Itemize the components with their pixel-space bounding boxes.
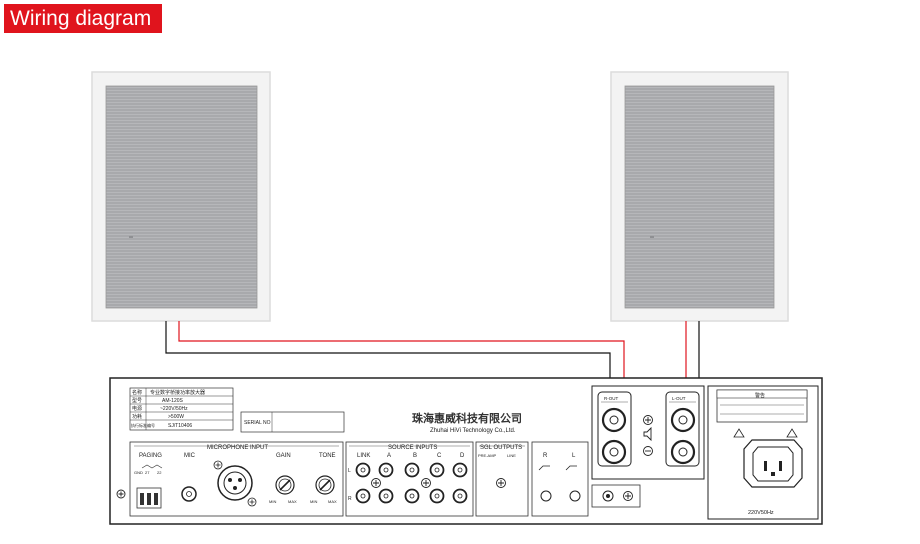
microphone-input-section: MICROPHONE INPUT PAGING MIC GAIN TONE GN… [129,441,344,517]
tone-min-label: MIN [310,499,317,504]
r-out-label: R-OUT [604,396,618,401]
tone-max-label: MAX [328,499,337,504]
right-speaker [610,71,789,322]
rl-output-section: R L [531,441,589,517]
source-l-label: L [348,468,351,474]
out-l-label: L [572,453,576,459]
spec-label-3: 电源 [132,405,142,412]
source-r-label: R [348,496,352,502]
spec-value-1: 专业数字桥接功率放大器 [150,389,205,396]
power-section: 警告 220V50Hz [716,389,808,516]
out-r-jack[interactable] [540,490,552,502]
spec-label-2: 型号 [132,397,142,404]
gain-label: GAIN [276,453,291,459]
gain-max-label: MAX [288,499,297,504]
l-out-label: L-OUT [672,396,686,401]
rca-jack-center [457,493,463,499]
rca-jack-center [409,493,415,499]
spec-table: 名称 专业数字桥接功率放大器 型号 AM-120S 电源 ~220V/50Hz … [129,387,234,431]
source-c-label: C [437,453,442,459]
pre-amp-label: PRE-AMP [478,453,497,458]
right-speaker-grille [624,85,775,309]
gnd-label: GND [134,470,143,475]
power-rating-label: 220V50Hz [748,510,774,516]
left-speaker [91,71,271,322]
gain-min-label: MIN [269,499,276,504]
spec-value-2: AM-120S [162,398,184,404]
spec-label-5: 执行标准编号 [131,422,155,428]
paging-label: PAGING [139,453,162,459]
ground-terminal [591,484,641,508]
rca-jack-grid [355,462,520,504]
rca-jack-center [434,467,440,473]
line-label: LINE [507,453,516,458]
out-l-jack[interactable] [569,490,581,502]
gain-knob[interactable] [275,475,295,495]
rca-jack-center [457,467,463,473]
rca-jack-center [434,493,440,499]
spec-label-4: 功耗 [132,413,142,420]
rca-jack-center [409,467,415,473]
rca-jack-center [360,493,366,499]
spec-value-5: SJ/T10406 [168,423,192,429]
tone-label: TONE [319,453,336,459]
company-name-cn: 珠海惠威科技有限公司 [412,411,522,425]
out-r-label: R [543,453,548,459]
sgl-section-label: SGL OUTPUTS [480,445,522,451]
link-label: LINK [357,453,370,459]
mic-section-label: MICROPHONE INPUT [207,445,268,451]
left-speaker-grille [105,85,258,309]
warning-icon-right [786,428,798,438]
iec-power-inlet[interactable] [752,446,794,482]
rca-jack-center [383,467,389,473]
rca-jack-center [360,467,366,473]
pin-a-label: 27 [145,470,150,475]
serial-label: SERIAL NO [244,420,271,426]
spec-value-4: >500W [168,414,184,420]
spec-label-1: 名称 [132,389,142,396]
tone-knob[interactable] [315,475,335,495]
source-inputs-section: SOURCE INPUTS LINK A B C D L R [345,441,520,517]
left-red-wire [178,321,625,388]
source-section-label: SOURCE INPUTS [388,445,437,451]
spec-value-3: ~220V/50Hz [160,406,188,412]
warning-label: 警告 [755,392,765,399]
diagram-title: Wiring diagram [4,4,162,33]
sgl-outputs-section: SGL OUTPUTS PRE-AMP LINE [475,441,529,517]
warning-icon-left [733,428,745,438]
source-b-label: B [413,453,417,459]
amplifier-rear-panel: 名称 专业数字桥接功率放大器 型号 AM-120S 电源 ~220V/50Hz … [109,377,823,525]
source-a-label: A [387,453,391,459]
company-name-en: Zhuhai HiVi Technology Co.,Ltd. [430,428,516,434]
pin-b-label: 22 [157,470,162,475]
mic-label: MIC [184,453,196,459]
speaker-output-terminals: R-OUT L-OUT [591,385,705,480]
rca-jack-center [383,493,389,499]
source-d-label: D [460,453,465,459]
serial-box: SERIAL NO [240,411,345,433]
speaker-icon [643,426,652,442]
xlr-connector[interactable] [213,460,257,507]
